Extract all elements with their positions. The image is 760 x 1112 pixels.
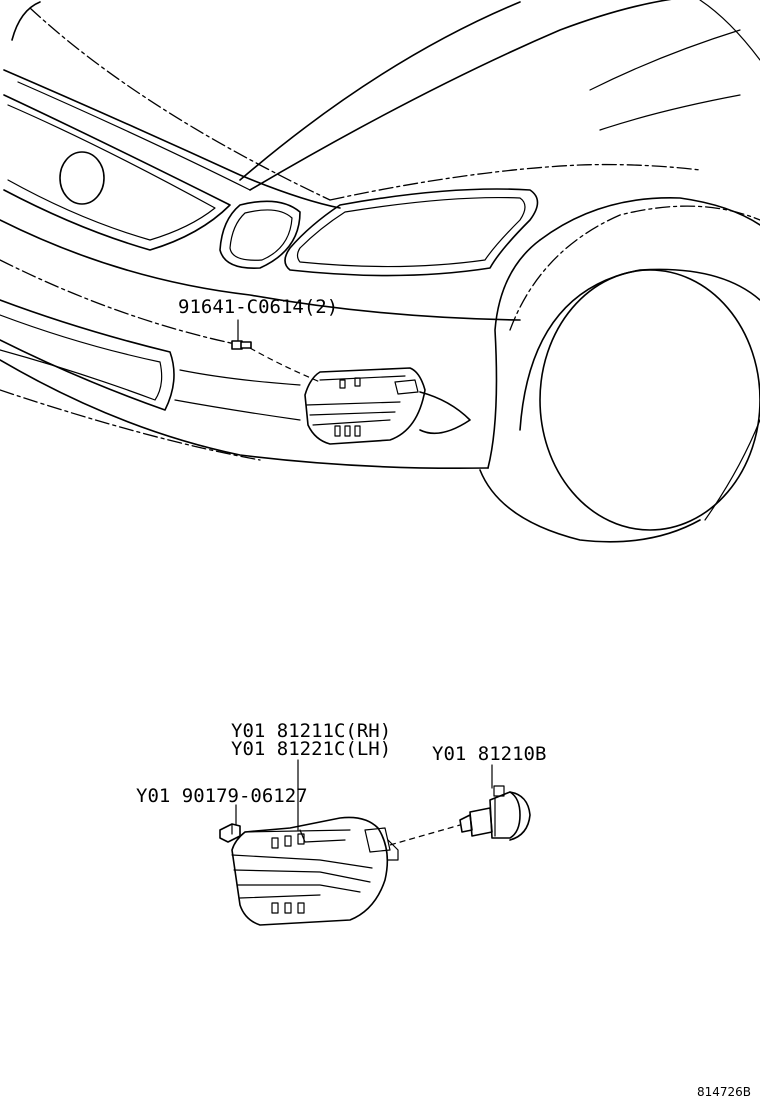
fog-lamp-assembly [231, 816, 399, 926]
diagram-id: 814726B [697, 1085, 751, 1099]
label-bolt: 91641-C0614(2) [178, 296, 338, 318]
exploded-parts [219, 759, 531, 926]
label-lamp-rh: Y01 81211C(RH) [231, 720, 391, 742]
clip-icon [219, 823, 241, 843]
label-lamp-lh: Y01 81221C(LH) [231, 738, 391, 760]
label-clip: Y01 90179-06127 [136, 785, 308, 807]
fog-lamp-on-car [304, 367, 426, 445]
emblem [59, 151, 105, 205]
label-bulb: Y01 81210B [432, 743, 546, 765]
car-front-illustration [0, 0, 760, 543]
bulb-icon [459, 785, 531, 841]
bolt-icon [231, 340, 252, 350]
